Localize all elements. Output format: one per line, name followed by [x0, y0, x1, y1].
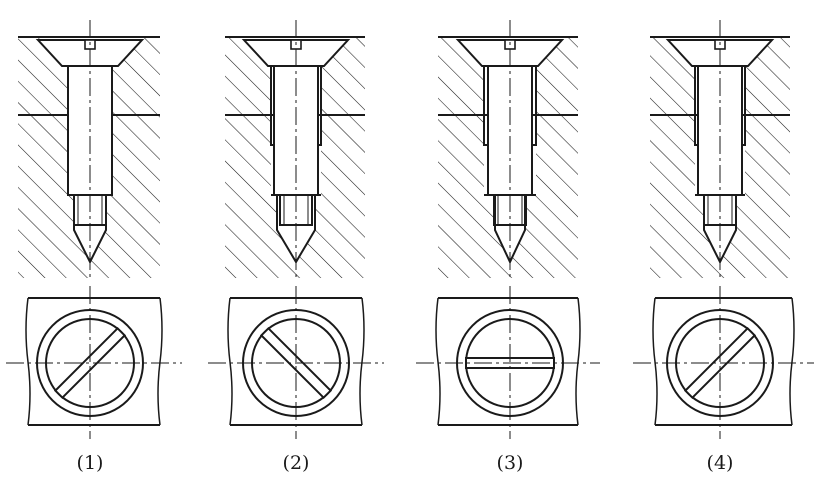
plan-break-left: [227, 297, 233, 426]
figure-label-2: (2): [282, 452, 310, 474]
screw-figure-2: [208, 20, 384, 439]
screw-figure-3: [416, 20, 600, 439]
plan-break-left: [435, 297, 441, 426]
plan-break-left: [25, 297, 31, 426]
screw-figure-1: [6, 20, 182, 439]
plan-break-right: [575, 297, 581, 426]
plan-break-right: [157, 297, 163, 426]
figure-label-3: (3): [496, 452, 524, 474]
figure-label-4: (4): [706, 452, 734, 474]
plan-break-left: [652, 297, 658, 426]
plan-break-right: [359, 297, 365, 426]
figure-label-1: (1): [76, 452, 104, 474]
plan-break-right: [789, 297, 795, 426]
plan-slot: [53, 326, 127, 400]
screw-figure-4: [633, 20, 814, 439]
slot-band: [53, 326, 127, 400]
